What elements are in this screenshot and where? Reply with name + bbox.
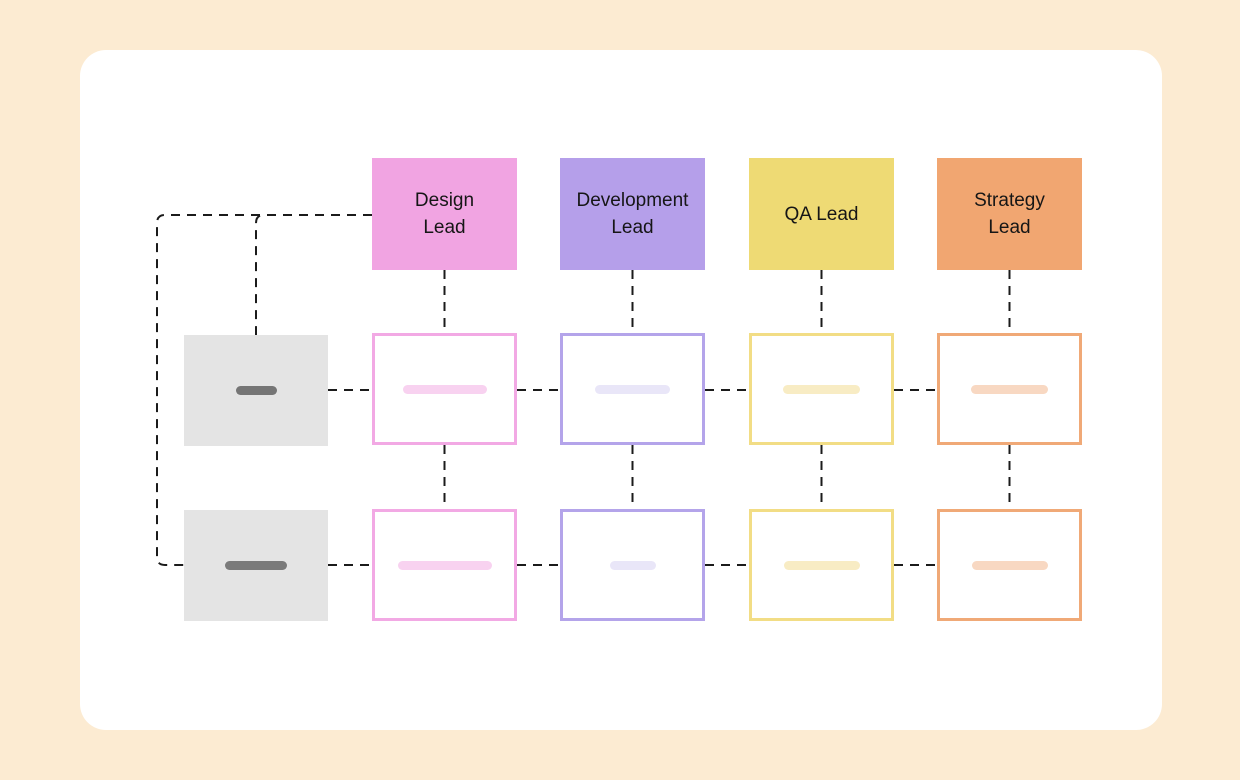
matrix-cell-qa-row2[interactable] [749,509,894,621]
header-label: QA Lead [784,203,859,225]
header-label: Development Lead [576,190,689,238]
matrix-cell-development-row2[interactable] [560,509,705,621]
team-member-box-2[interactable] [184,510,328,621]
header-box-development-lead[interactable]: Development Lead [560,158,705,270]
header-box-qa-lead[interactable]: QA Lead [749,158,894,270]
placeholder-text-bar [225,561,287,570]
matrix-cell-qa-row1[interactable] [749,333,894,445]
team-member-box-1[interactable] [184,335,328,446]
header-box-strategy-lead[interactable]: Strategy Lead [937,158,1082,270]
placeholder-text-bar [783,384,860,394]
placeholder-text-bar [783,560,860,570]
placeholder-text-bar [402,384,487,394]
matrix-cell-development-row1[interactable] [560,333,705,445]
header-box-design-lead[interactable]: Design Lead [372,158,517,270]
header-label: Strategy Lead [974,190,1045,238]
matrix-cell-design-row2[interactable] [372,509,517,621]
placeholder-text-bar [235,386,277,395]
placeholder-text-bar [397,560,492,570]
connector-member2-to-design-lead[interactable] [156,214,372,566]
matrix-cell-strategy-row2[interactable] [937,509,1082,621]
connector-member1-to-design-lead[interactable] [255,214,372,335]
placeholder-text-bar [971,560,1048,570]
placeholder-text-bar [971,384,1048,394]
placeholder-text-bar [595,384,670,394]
header-label: Design Lead [414,190,475,238]
matrix-cell-design-row1[interactable] [372,333,517,445]
matrix-cell-strategy-row1[interactable] [937,333,1082,445]
placeholder-text-bar [609,560,656,570]
